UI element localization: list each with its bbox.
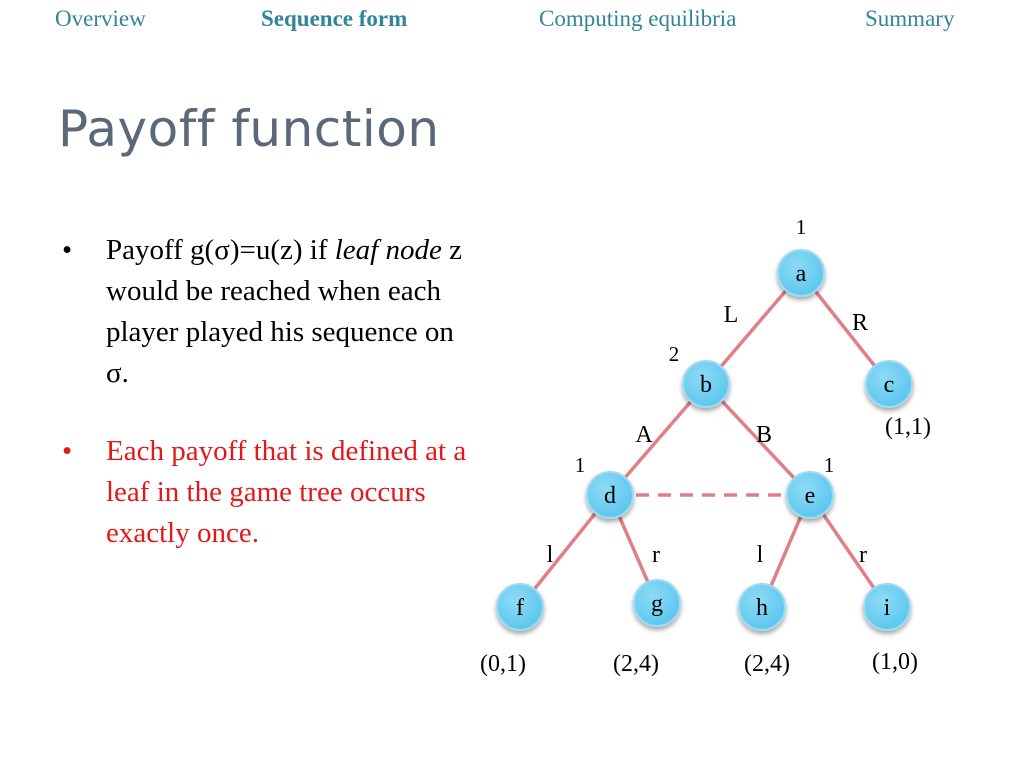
edge-label-d-g: r	[652, 542, 660, 568]
edge-b-e	[704, 382, 812, 497]
edge-label-e-h: l	[757, 542, 764, 568]
nav-item-sequence-form[interactable]: Sequence form	[261, 6, 408, 31]
slide-title: Payoff function	[58, 100, 440, 158]
node-i	[863, 583, 911, 631]
node-d	[586, 471, 634, 519]
bullet-payoff-definition: • Payoff g(σ)=u(z) if leaf node z would …	[62, 230, 482, 394]
node-g	[633, 579, 681, 627]
section-navigation: Overview Sequence form Computing equilib…	[0, 6, 1024, 38]
bullet-text-continued: z would be reached when each player play…	[106, 234, 462, 389]
edge-label-a-b: L	[724, 302, 739, 328]
nav-item-summary[interactable]: Summary	[865, 6, 955, 31]
edge-label-b-e: B	[756, 422, 772, 448]
edge-label-b-d: A	[635, 422, 653, 448]
payoff-label-i: (1,0)	[872, 649, 918, 675]
node-label-g: g	[651, 591, 663, 617]
edge-label-d-f: l	[547, 542, 554, 568]
node-e	[786, 471, 834, 519]
bullet-text: Each payoff that is defined at a leaf in…	[106, 435, 467, 549]
edge-label-a-c: R	[852, 310, 868, 336]
node-label-e: e	[805, 483, 816, 509]
payoff-label-g: (2,4)	[613, 651, 659, 677]
node-label-c: c	[884, 372, 895, 398]
payoff-label-c: (1,1)	[885, 414, 931, 440]
tree-edges	[518, 271, 891, 609]
edge-b-d	[608, 382, 708, 497]
node-label-i: i	[884, 595, 891, 621]
leaf-node-term: leaf node	[334, 234, 442, 266]
tree-nodes	[496, 249, 913, 631]
node-a	[777, 249, 825, 297]
node-f	[496, 583, 544, 631]
player-label-d: 1	[575, 453, 586, 477]
player-label-e: 1	[824, 453, 835, 477]
edge-label-e-i: r	[859, 542, 867, 568]
node-label-a: a	[796, 261, 807, 287]
node-label-h: h	[756, 595, 768, 621]
bullet-mark: •	[62, 234, 73, 266]
node-h	[738, 583, 786, 631]
node-label-f: f	[516, 595, 524, 621]
player-label-b: 2	[669, 342, 680, 366]
node-b	[682, 360, 730, 408]
bullet-list: • Payoff g(σ)=u(z) if leaf node z would …	[62, 230, 482, 554]
payoff-label-f: (0,1)	[480, 651, 526, 677]
player-label-a: 1	[796, 215, 807, 239]
edge-a-b	[704, 271, 803, 386]
bullet-text: Payoff g(σ)=u(z) if	[106, 234, 335, 266]
node-c	[865, 360, 913, 408]
nav-item-overview[interactable]: Overview	[55, 6, 146, 31]
node-label-d: d	[604, 483, 616, 509]
nav-item-computing-equilibria[interactable]: Computing equilibria	[539, 6, 737, 31]
bullet-payoff-uniqueness: • Each payoff that is defined at a leaf …	[62, 431, 482, 554]
payoff-label-h: (2,4)	[744, 651, 790, 677]
bullet-mark: •	[62, 435, 73, 467]
node-label-b: b	[700, 372, 712, 398]
